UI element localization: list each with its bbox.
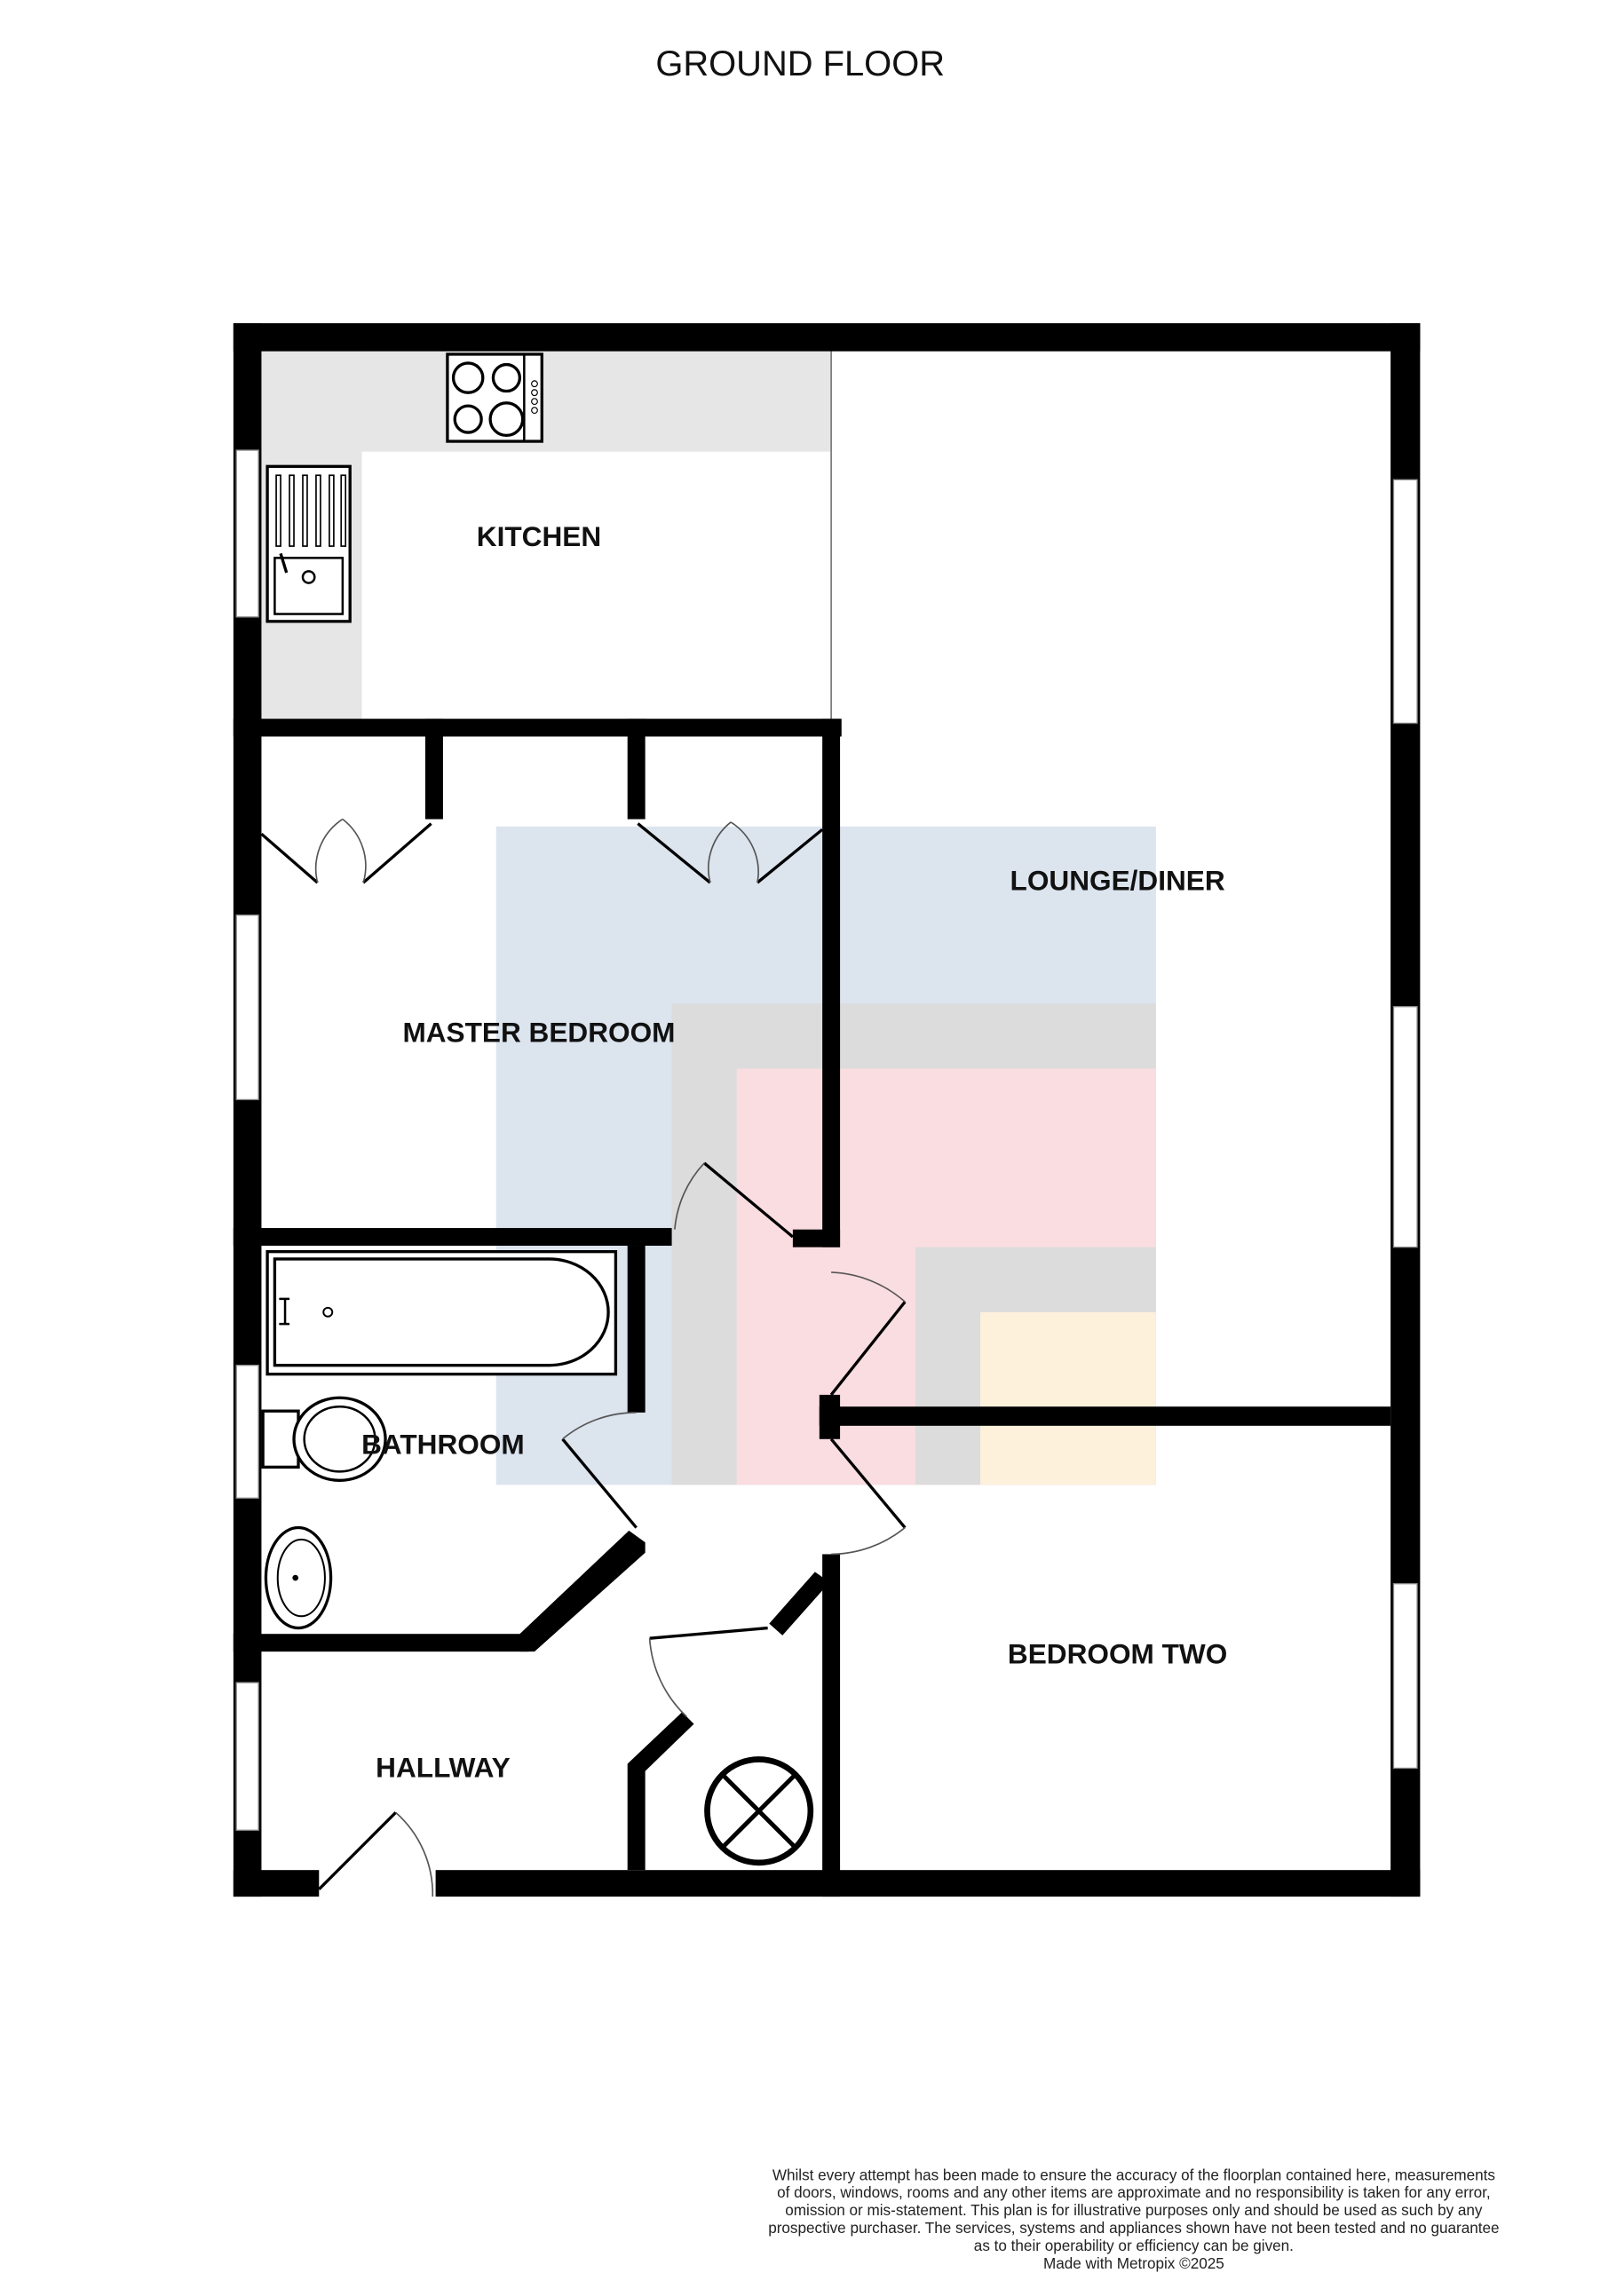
disclaimer: Whilst every attempt has been made to en… [768, 2166, 1499, 2272]
room-label-lounge-diner: LOUNGE/DINER [1010, 864, 1225, 896]
disclaimer-line: prospective purchaser. The services, sys… [768, 2220, 1499, 2237]
hob-icon [446, 352, 543, 443]
disclaimer-line: Whilst every attempt has been made to en… [772, 2166, 1495, 2183]
room-label-master-bedroom: MASTER BEDROOM [402, 1017, 675, 1049]
windows [235, 449, 1418, 1831]
credit-line: Made with Metropix ©2025 [1043, 2255, 1224, 2272]
toilet-icon [261, 1396, 387, 1482]
floor-title: GROUND FLOOR [655, 44, 945, 83]
room-label-bathroom: BATHROOM [361, 1428, 525, 1460]
disclaimer-line: as to their operability or efficiency ca… [974, 2237, 1294, 2254]
basin-icon [264, 1525, 333, 1630]
walls [233, 323, 1421, 1897]
bath-icon [265, 1250, 618, 1376]
sink-icon [265, 464, 352, 623]
doors [260, 818, 907, 1897]
room-label-kitchen: KITCHEN [477, 520, 601, 552]
disclaimer-line: of doors, windows, rooms and any other i… [777, 2184, 1491, 2201]
boiler-cupboard-icon [704, 1756, 814, 1866]
disclaimer-line: omission or mis-statement. This plan is … [785, 2202, 1483, 2219]
room-label-bedroom-two: BEDROOM TWO [1008, 1637, 1227, 1669]
room-label-hallway: HALLWAY [376, 1751, 510, 1783]
